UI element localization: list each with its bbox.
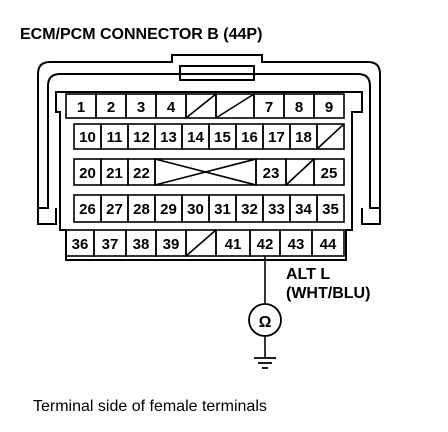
terminal-label: 14 [187, 129, 204, 146]
terminal-label: 4 [167, 99, 176, 116]
terminal-label: 3 [137, 99, 145, 116]
blank-slash [185, 93, 217, 119]
blank-slash [185, 229, 217, 257]
terminal-row-3 [73, 158, 345, 186]
terminal-label: 18 [295, 129, 312, 146]
wire-color-label: (WHT/BLU) [286, 285, 370, 302]
terminal-row-1 [65, 93, 345, 119]
terminal-label: 17 [268, 129, 285, 146]
terminal-label: 43 [288, 236, 305, 253]
terminal-label: 44 [320, 236, 337, 253]
blank-slash [316, 123, 345, 150]
terminal-label: 9 [325, 99, 333, 116]
terminal-label: 7 [265, 99, 273, 116]
terminal-row-4-labels: 26 27 28 29 30 31 32 33 34 35 [79, 201, 339, 218]
terminal-label: 39 [163, 236, 180, 253]
terminal-row-2 [73, 123, 345, 150]
terminal-label: 2 [107, 99, 115, 116]
terminal-label: 11 [107, 129, 123, 146]
terminal-label: 15 [214, 129, 231, 146]
terminal-row-1-labels: 1 2 3 4 7 8 9 [77, 99, 333, 116]
terminal-row-3-labels: 20 21 22 23 25 [79, 165, 337, 182]
ohm-symbol: Ω [259, 314, 272, 331]
terminal-label: 21 [106, 165, 123, 182]
terminal-row-5-labels: 36 37 38 39 41 42 43 44 [72, 236, 337, 253]
terminal-label: 42 [257, 236, 274, 253]
blank-slash [215, 93, 255, 119]
terminal-label: 33 [268, 201, 285, 218]
terminal-label: 37 [102, 236, 119, 253]
terminal-label: 22 [133, 165, 150, 182]
terminal-label: 23 [263, 165, 280, 182]
terminal-label: 13 [160, 129, 177, 146]
diagram-title: ECM/PCM CONNECTOR B (44P) [20, 26, 262, 43]
ground-icon [254, 357, 276, 369]
terminal-label: 32 [241, 201, 258, 218]
ohmmeter-icon: Ω [248, 303, 282, 337]
diagram-caption: Terminal side of female terminals [33, 398, 267, 415]
terminal-label: 12 [133, 129, 150, 146]
terminal-label: 36 [72, 236, 89, 253]
terminal-label: 8 [295, 99, 303, 116]
terminal-label: 25 [321, 165, 338, 182]
wire-name-label: ALT L [286, 266, 330, 283]
terminal-label: 1 [77, 99, 85, 116]
terminal-label: 31 [214, 201, 231, 218]
connector-housing [37, 54, 381, 261]
terminal-label: 20 [79, 165, 96, 182]
terminal-label: 29 [160, 201, 177, 218]
terminal-row-4 [73, 194, 345, 223]
terminal-label: 27 [106, 201, 123, 218]
blank-slash [285, 158, 315, 186]
terminal-label: 41 [225, 236, 242, 253]
terminal-label: 26 [79, 201, 96, 218]
terminal-label: 38 [133, 236, 150, 253]
terminal-label: 34 [295, 201, 312, 218]
terminal-label: 35 [322, 201, 339, 218]
terminal-row-2-labels: 10 11 12 13 14 15 16 17 18 [79, 129, 312, 146]
terminal-label: 28 [133, 201, 150, 218]
blank-cross [154, 158, 257, 186]
terminal-label: 30 [187, 201, 204, 218]
terminal-label: 10 [79, 129, 96, 146]
terminal-label: 16 [241, 129, 258, 146]
